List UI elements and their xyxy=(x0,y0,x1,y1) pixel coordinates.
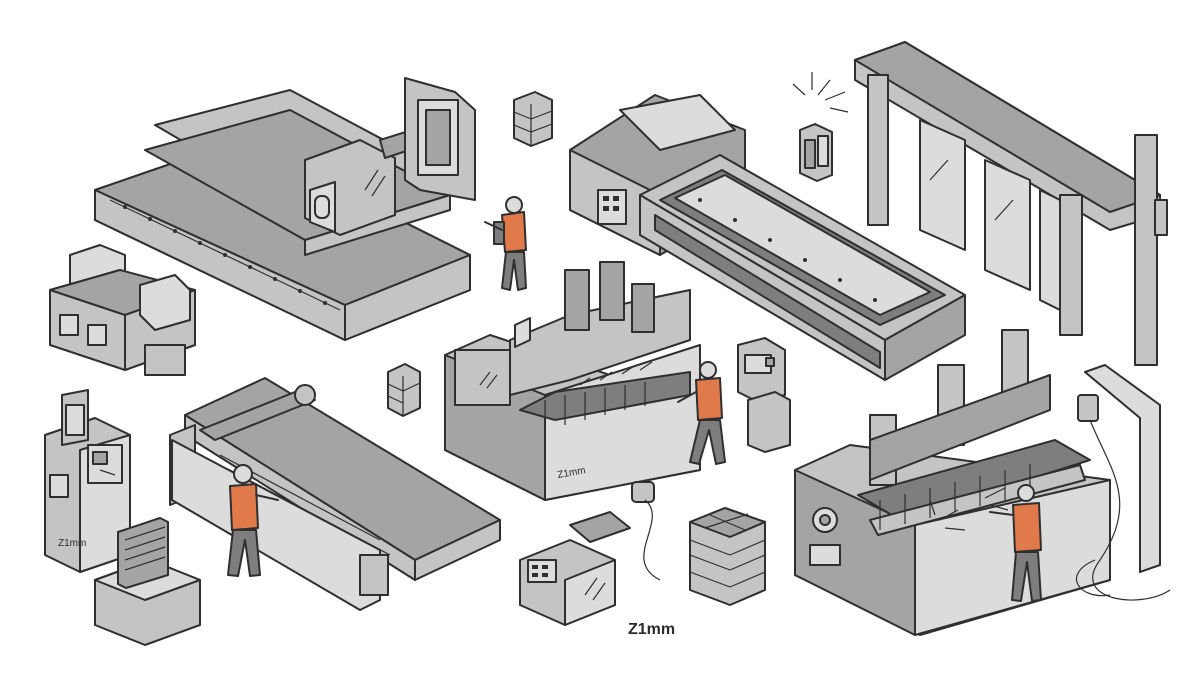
glass-conveyor-icon xyxy=(569,94,966,381)
control-panel-icon xyxy=(49,244,196,376)
engraving-machine-icon: Z1mm xyxy=(444,261,701,501)
spark-icon xyxy=(929,487,1009,531)
cabinet-label: Z1mm xyxy=(58,538,86,549)
engraving-machine-icon xyxy=(794,329,1111,636)
cutting-table-icon xyxy=(169,377,501,611)
spark-icon xyxy=(579,361,653,386)
worker-icon xyxy=(989,484,1042,602)
worker-icon xyxy=(227,464,279,577)
worker-icon xyxy=(677,361,726,465)
brand-logo: Z1mm xyxy=(628,621,675,638)
welding-machine-icon xyxy=(1075,364,1171,601)
worker-icon xyxy=(484,196,527,291)
spark-icon xyxy=(792,72,849,113)
crate-icon xyxy=(387,363,421,417)
crate-icon xyxy=(513,91,553,147)
crate-icon xyxy=(799,123,833,182)
gantry-frame-icon xyxy=(854,41,1168,366)
machine-brand-label: Z1mm xyxy=(557,465,587,481)
control-panel-icon: Z1mm xyxy=(44,389,131,573)
control-panel-icon xyxy=(737,337,791,453)
cnc-router-icon xyxy=(94,77,476,341)
crate-icon xyxy=(689,507,766,606)
welding-machine-icon: Z1mm xyxy=(519,481,675,638)
crate-icon xyxy=(94,517,201,646)
